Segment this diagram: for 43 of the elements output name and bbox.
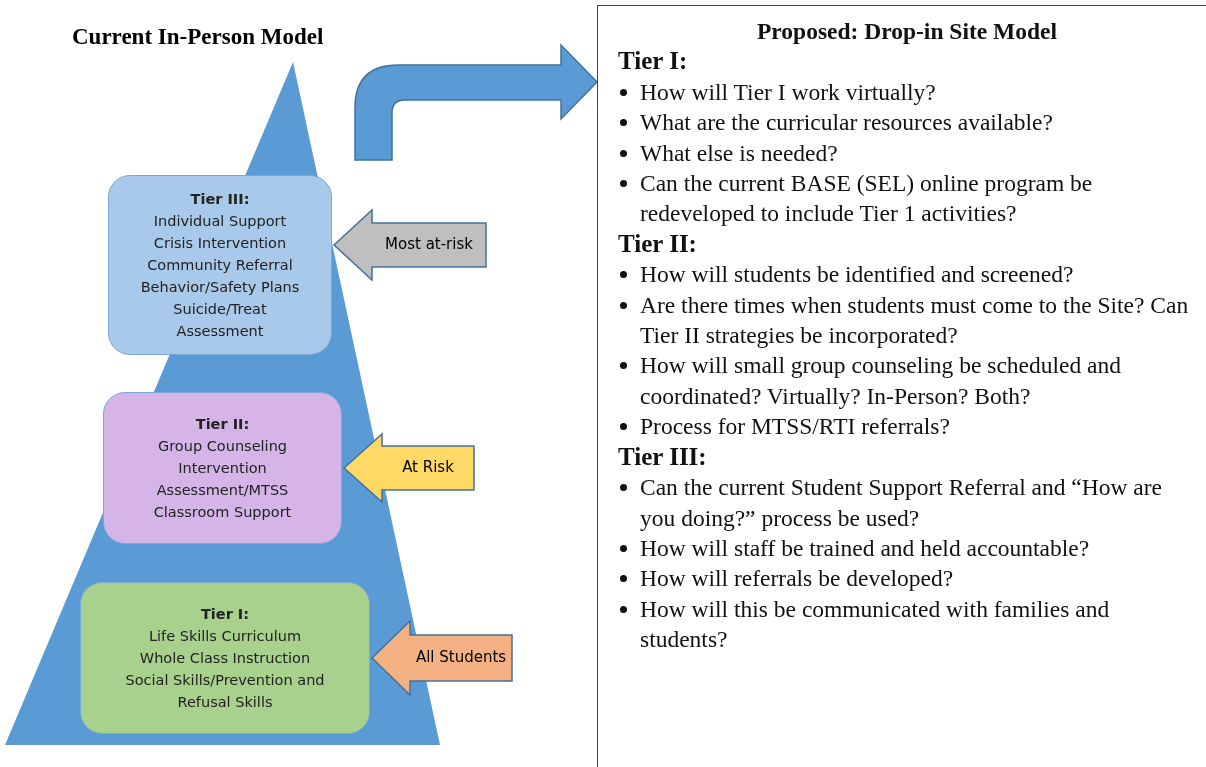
question-text: What else is needed?	[640, 139, 838, 166]
question-text: Are there times when students must come to the Site? Can Tier II strategies be incorporated?	[640, 291, 1189, 349]
tier-item: Community Referral	[147, 256, 293, 275]
tier-item: Suicide/Treat Assessment	[172, 300, 268, 341]
question-text: How will Tier I work virtually?	[640, 78, 936, 105]
edge-label: Most at-risk	[385, 235, 473, 253]
tier-item: Whole Class Instruction	[139, 649, 311, 668]
tier-item: Crisis Intervention	[153, 234, 287, 253]
tier-item: Individual Support	[153, 212, 287, 231]
edge-label: All Students	[415, 648, 507, 666]
diagram-heading: Current In-Person Model	[72, 24, 324, 50]
tier-heading: Tier II:	[195, 415, 250, 434]
tier-heading: Tier I:	[618, 46, 689, 77]
question-text: What are the curricular resources available?	[640, 109, 1053, 136]
tier-item: Group Counseling	[157, 437, 288, 456]
tier-heading: Tier III:	[190, 190, 250, 209]
block-arrow	[370, 619, 513, 697]
question-text: Process for MTSS/RTI referrals?	[640, 413, 950, 440]
block-arrow	[342, 432, 475, 504]
tier-heading: Tier III:	[618, 441, 708, 472]
block-arrow	[332, 208, 487, 282]
tier-item: Intervention	[178, 459, 267, 478]
panel-heading: Proposed: Drop-in Site Model	[755, 17, 1059, 46]
tier-item: Social Skills/Prevention and Refusal Skills	[124, 671, 326, 712]
question-text: How will small group counseling be scheduled and coordinated? Virtually? In-Person? Both?	[640, 352, 1121, 409]
question-text: How will students be identified and screened?	[640, 261, 1074, 288]
tier-item: Classroom Support	[153, 503, 292, 522]
tier-box	[108, 175, 332, 355]
edge-label: At Risk	[402, 458, 454, 476]
tier-box	[80, 582, 370, 734]
tier-item: Life Skills Curriculum	[148, 627, 302, 646]
question-text: How will referrals be developed?	[640, 565, 954, 592]
tier-box	[103, 392, 342, 544]
tier-heading: Tier II:	[618, 228, 698, 259]
tier-item: Assessment/MTSS	[156, 481, 289, 500]
text-panel	[597, 5, 1206, 767]
tier-heading: Tier I:	[200, 605, 250, 624]
block-arrow	[354, 44, 598, 161]
question-text: How will staff be trained and held accountable?	[640, 534, 1090, 561]
question-text: How will this be communicated with families and students?	[640, 595, 1110, 653]
tier-item: Behavior/Safety Plans	[140, 278, 300, 297]
question-text: Can the current BASE (SEL) online program be redeveloped to include Tier 1 activities?	[640, 170, 1093, 227]
question-text: Can the current Student Support Referral and “How are you doing?” process be used?	[640, 474, 1163, 531]
